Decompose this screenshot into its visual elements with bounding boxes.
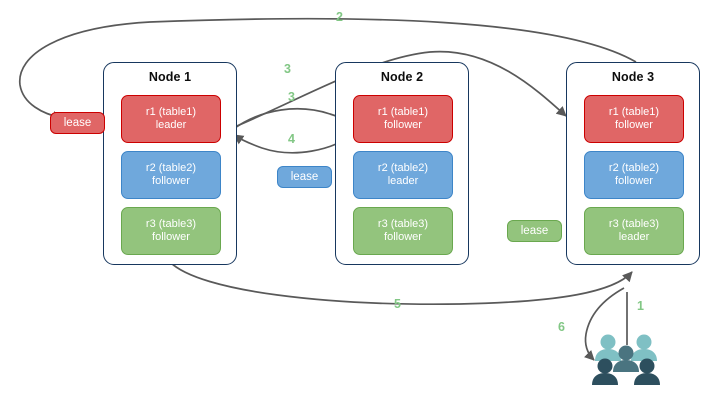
step-label-6: 6 [558,320,565,334]
node-3-replica-r1[interactable]: r1 (table1) follower [584,95,684,143]
edge-step-5 [169,261,633,306]
lease-badge-r1[interactable]: lease [50,112,105,134]
node-2-replica-r2[interactable]: r2 (table2) leader [353,151,453,199]
replica-role: follower [152,231,190,243]
lease-badge-r3[interactable]: lease [507,220,562,242]
replica-role: leader [387,175,419,187]
node-1-title: Node 1 [148,70,192,84]
node-2-title: Node 2 [380,70,424,84]
step-label-3-lower: 3 [288,90,295,104]
replica-name: r3 (table3) [377,217,429,230]
replica-name: r1 (table1) [145,105,197,118]
node-1-container[interactable]: Node 1 r1 (table1) leader r2 (table2) fo… [103,62,237,265]
node-1-replica-r1[interactable]: r1 (table1) leader [121,95,221,143]
replica-name: r1 (table1) [608,105,660,118]
node-3-replica-r2[interactable]: r2 (table2) follower [584,151,684,199]
replica-role: follower [384,119,422,131]
replica-role: follower [152,175,190,187]
step-label-5: 5 [394,297,401,311]
replica-name: r3 (table3) [608,217,660,230]
replica-role: follower [384,231,422,243]
step-label-4: 4 [288,132,295,146]
replica-role: follower [615,175,653,187]
lease-badge-r2[interactable]: lease [277,166,332,188]
node-2-replica-r1[interactable]: r1 (table1) follower [353,95,453,143]
step-label-1: 1 [637,299,644,313]
replica-name: r1 (table1) [377,105,429,118]
clients-group-icon [592,334,660,385]
node-3-title: Node 3 [611,70,655,84]
replica-role: leader [155,119,187,131]
node-1-replica-r3[interactable]: r3 (table3) follower [121,207,221,255]
replica-name: r2 (table2) [377,161,429,174]
replica-name: r3 (table3) [145,217,197,230]
node-3-container[interactable]: Node 3 r1 (table1) follower r2 (table2) … [566,62,700,265]
replica-name: r2 (table2) [145,161,197,174]
node-3-replica-r3[interactable]: r3 (table3) leader [584,207,684,255]
step-label-3-upper: 3 [284,62,291,76]
node-1-replica-r2[interactable]: r2 (table2) follower [121,151,221,199]
replica-role: follower [615,119,653,131]
node-2-container[interactable]: Node 2 r1 (table1) follower r2 (table2) … [335,62,469,265]
node-2-replica-r3[interactable]: r3 (table3) follower [353,207,453,255]
step-label-2: 2 [336,10,343,24]
replica-name: r2 (table2) [608,161,660,174]
replica-role: leader [618,231,650,243]
